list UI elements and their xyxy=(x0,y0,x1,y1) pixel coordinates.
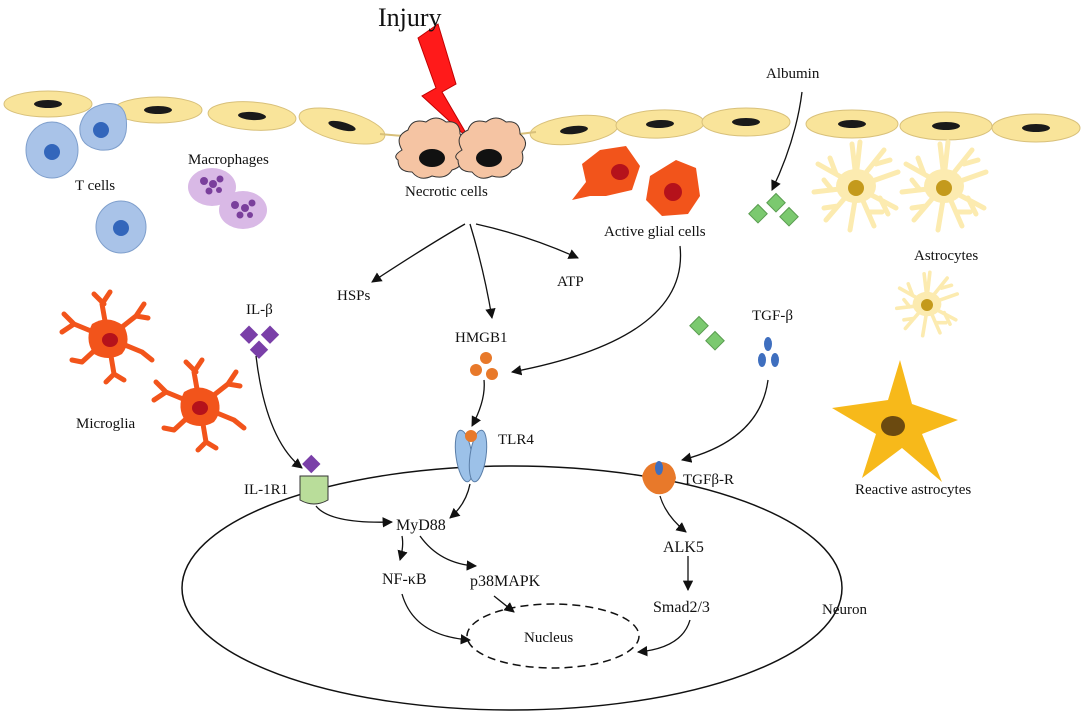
endothelial-cell xyxy=(805,109,899,139)
active-glial-cells-label: Active glial cells xyxy=(604,224,706,240)
myd88-label: MyD88 xyxy=(396,517,446,534)
nucleus-boundary xyxy=(466,603,640,669)
t-cell-nucleus xyxy=(113,220,129,236)
macrophages-group xyxy=(188,168,267,229)
tlr4-label: TLR4 xyxy=(498,432,534,448)
hmgb1-molecules xyxy=(470,352,498,380)
necrotic-cell xyxy=(455,117,526,179)
necrotic-cell xyxy=(395,117,466,179)
atp-label: ATP xyxy=(557,274,584,290)
endothelial-cell xyxy=(899,111,993,141)
il-beta-ligands xyxy=(239,325,280,359)
albumin-molecules xyxy=(748,192,799,227)
endothelial-cell xyxy=(298,107,386,145)
active-glial-cell-nucleus xyxy=(664,183,682,201)
necrotic-cell-nucleus xyxy=(419,149,445,167)
reactive-astrocytes-label: Reactive astrocytes xyxy=(855,482,971,498)
macrophages-label: Macrophages xyxy=(188,152,269,168)
endothelial-cell xyxy=(207,101,297,131)
endothelial-cell xyxy=(701,107,791,137)
tgfb-r-label: TGFβ-R xyxy=(683,472,734,488)
astrocyte-nucleus xyxy=(848,180,864,196)
smad-label: Smad2/3 xyxy=(653,599,710,616)
endothelial-cell xyxy=(113,96,203,124)
active-glial-cells-group xyxy=(572,146,700,216)
hmgb1-label: HMGB1 xyxy=(455,330,508,346)
active-glial-cell xyxy=(572,146,640,200)
endothelial-cell xyxy=(991,113,1081,143)
p38mapk-label: p38MAPK xyxy=(470,573,541,590)
reactive-astrocyte-nucleus xyxy=(881,416,905,436)
tgfb-receptor xyxy=(642,461,676,495)
astrocytes-label: Astrocytes xyxy=(914,248,978,264)
nucleus-label: Nucleus xyxy=(524,630,573,646)
necrotic-cells-label: Necrotic cells xyxy=(405,184,488,200)
astrocyte-nucleus xyxy=(936,180,952,196)
astrocyte-nucleus xyxy=(921,299,933,311)
tgf-beta-label: TGF-β xyxy=(752,308,793,324)
tlr4-receptor xyxy=(454,429,488,483)
active-glial-cell-nucleus xyxy=(611,164,629,180)
necrotic-cell-nucleus xyxy=(476,149,502,167)
microglia-label: Microglia xyxy=(76,416,135,432)
injury-label: Injury xyxy=(378,3,442,32)
albumin-label: Albumin xyxy=(766,66,820,82)
il-1r1-receptor xyxy=(299,454,329,505)
nf-kb-label: NF-κB xyxy=(382,571,427,588)
astrocytes-group xyxy=(814,142,986,338)
endothelial-cell-layer xyxy=(3,90,1081,146)
macrophage-granules xyxy=(200,175,256,219)
t-cells-group xyxy=(25,103,147,254)
neuron-label: Neuron xyxy=(822,602,867,618)
microglia-group xyxy=(62,292,244,450)
t-cells-label: T cells xyxy=(75,178,115,194)
hsps-label: HSPs xyxy=(337,288,371,304)
endothelial-cell xyxy=(615,109,705,139)
tgf-beta-ligands xyxy=(689,315,779,367)
endothelial-cell xyxy=(3,90,93,118)
microglia-nucleus xyxy=(102,333,118,347)
microglia-nucleus xyxy=(192,401,208,415)
il-1r1-label: IL-1R1 xyxy=(244,482,288,498)
t-cell-nucleus xyxy=(44,144,60,160)
necrotic-cells-group xyxy=(395,117,526,179)
pathway-arrows xyxy=(255,91,803,657)
endothelial-cell xyxy=(529,114,619,146)
t-cell-nucleus xyxy=(93,122,109,138)
neuron-membrane xyxy=(181,465,843,711)
lightning-icon xyxy=(417,23,471,141)
il-beta-label: IL-β xyxy=(246,302,273,318)
alk5-label: ALK5 xyxy=(663,539,704,556)
